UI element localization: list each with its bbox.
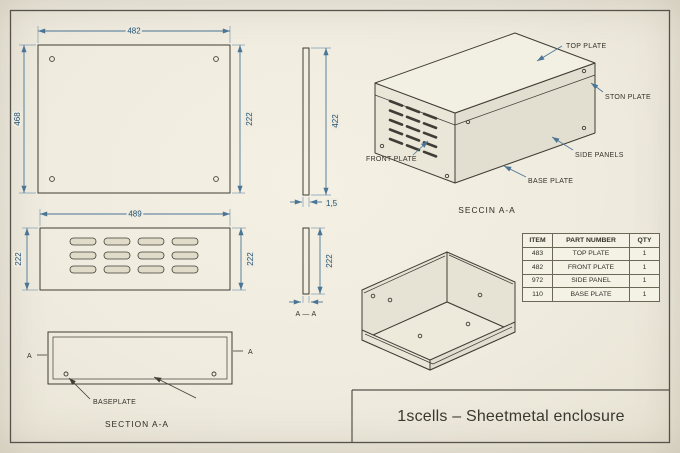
title-block-frame — [351, 389, 669, 442]
side-lower-outline — [302, 227, 310, 295]
corner-hole — [213, 56, 219, 62]
dim-top-plate-depth: 222 — [245, 112, 254, 126]
table-cell: 1 — [642, 290, 647, 298]
dim-front-plate-width: 489 — [128, 210, 142, 219]
side-upper-outline — [302, 47, 310, 196]
table-cell: 1 — [630, 261, 659, 275]
drawing-title: 1scells – Sheetmetal enclosure — [397, 407, 625, 425]
table-header-qty: QTY — [630, 234, 659, 248]
iso-top-face — [374, 32, 596, 114]
side-view-lower: 222 A — A — [289, 227, 336, 318]
iso-base-view — [361, 251, 516, 371]
section-marker-left: A — [27, 353, 32, 360]
dim-top-plate-height: 468 — [13, 112, 22, 126]
corner-hole — [49, 176, 55, 182]
section-caption: SECTION A-A — [105, 419, 169, 429]
section-hole — [63, 371, 69, 377]
aa-label: A — A — [296, 311, 317, 318]
title-block: 1scells – Sheetmetal enclosure — [353, 391, 669, 442]
dim-side-upper-height: 422 — [331, 114, 340, 128]
table-header-item: ITEM — [523, 234, 553, 248]
front-plate-outline — [39, 227, 231, 291]
iso-assembly-view: TOP PLATE STON PLATE SIDE PANELS BASE PL… — [366, 32, 651, 215]
dim-sheet-thickness: 1,5 — [326, 199, 338, 208]
section-marker-right: A — [248, 349, 253, 356]
table-cell: 1 — [630, 248, 659, 261]
base-plate-label: BASE PLATE — [528, 178, 573, 185]
table-cell: 483 — [523, 247, 553, 261]
side-panels-label: SIDE PANELS — [575, 152, 624, 159]
section-view: A A BASEPLATE SECTION A-A — [27, 331, 253, 429]
iso-caption: SECCIN A-A — [458, 205, 515, 215]
section-inner — [52, 336, 228, 380]
iso-louver-slots — [388, 99, 438, 158]
section-hole — [211, 371, 217, 377]
table-cell: FRONT PLATE — [553, 261, 630, 275]
top-plate-view: 482 468 222 — [11, 25, 256, 194]
dim-front-plate-height-right: 222 — [246, 252, 255, 266]
front-plate-label: FRONT PLATE — [366, 156, 417, 163]
side-view-upper: 422 1,5 — [290, 47, 342, 210]
baseplate-label: BASEPLATE — [93, 399, 136, 406]
corner-hole — [49, 56, 55, 62]
front-plate-view: 489 222 222 — [12, 208, 257, 291]
table-header-part-number: PART NUMBER — [553, 234, 630, 248]
table-cell: 482 — [523, 261, 553, 275]
louver-vents — [69, 237, 199, 274]
parts-table: ITEM PART NUMBER QTY 483 TOP PLATE 1 482… — [522, 233, 660, 302]
dim-top-plate-width: 482 — [127, 27, 141, 36]
top-plate-label: TOP PLATE — [566, 43, 606, 50]
dim-side-lower-height: 222 — [325, 254, 334, 268]
table-cell: TOP PLATE — [553, 247, 630, 261]
table-cell: BASE PLATE — [553, 288, 630, 301]
table-cell: 110 — [523, 288, 553, 301]
table-cell: 972 — [523, 274, 553, 288]
table-cell: SIDE PANEL — [553, 274, 630, 288]
section-outer — [47, 331, 233, 385]
top-plate-outline — [37, 44, 231, 194]
corner-hole — [213, 176, 219, 182]
tray-front-right-lip — [429, 321, 516, 371]
dim-front-plate-height-left: 222 — [14, 252, 23, 266]
ston-plate-label: STON PLATE — [605, 94, 651, 101]
table-cell: 1 — [630, 275, 659, 288]
sheet-frame — [9, 9, 671, 444]
